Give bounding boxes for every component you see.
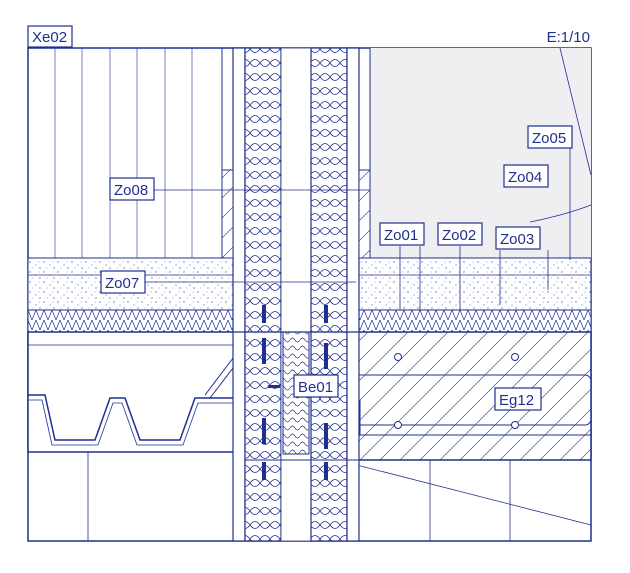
- label-eg12: Eg12: [499, 392, 534, 409]
- label-be01: Be01: [298, 379, 333, 396]
- detail-code: Xe02: [32, 29, 67, 46]
- label-zo05: Zo05: [532, 130, 566, 147]
- label-zo02: Zo02: [442, 227, 476, 244]
- acoustic-layer-left: [27, 309, 239, 333]
- tag-zo08: Zo08: [109, 177, 155, 201]
- scale-label: E:1/10: [547, 29, 590, 46]
- screw-fixings: [262, 305, 328, 480]
- label-zo03: Zo03: [500, 231, 534, 248]
- label-zo07: Zo07: [105, 275, 139, 292]
- concrete-slab: [329, 331, 592, 461]
- tag-eg12: Eg12: [494, 387, 542, 411]
- tag-zo04: Zo04: [503, 164, 549, 188]
- partition-wall: [221, 47, 371, 542]
- tag-zo01: Zo01: [379, 222, 425, 246]
- label-zo08: Zo08: [114, 182, 148, 199]
- tag-be01: Be01: [293, 374, 339, 398]
- tag-zo03: Zo03: [495, 226, 541, 250]
- tag-xe02: Xe02: [27, 25, 73, 48]
- tag-zo05: Zo05: [527, 125, 573, 149]
- label-zo04: Zo04: [508, 169, 542, 186]
- steel-deck-slab: [27, 331, 244, 541]
- screed-right: [355, 257, 592, 311]
- left-wall-panel: [54, 48, 193, 258]
- label-zo01: Zo01: [384, 227, 418, 244]
- tag-zo07: Zo07: [100, 270, 146, 294]
- acoustic-layer-right: [355, 309, 592, 333]
- tag-zo02: Zo02: [437, 222, 483, 246]
- leader-lines: [145, 47, 592, 310]
